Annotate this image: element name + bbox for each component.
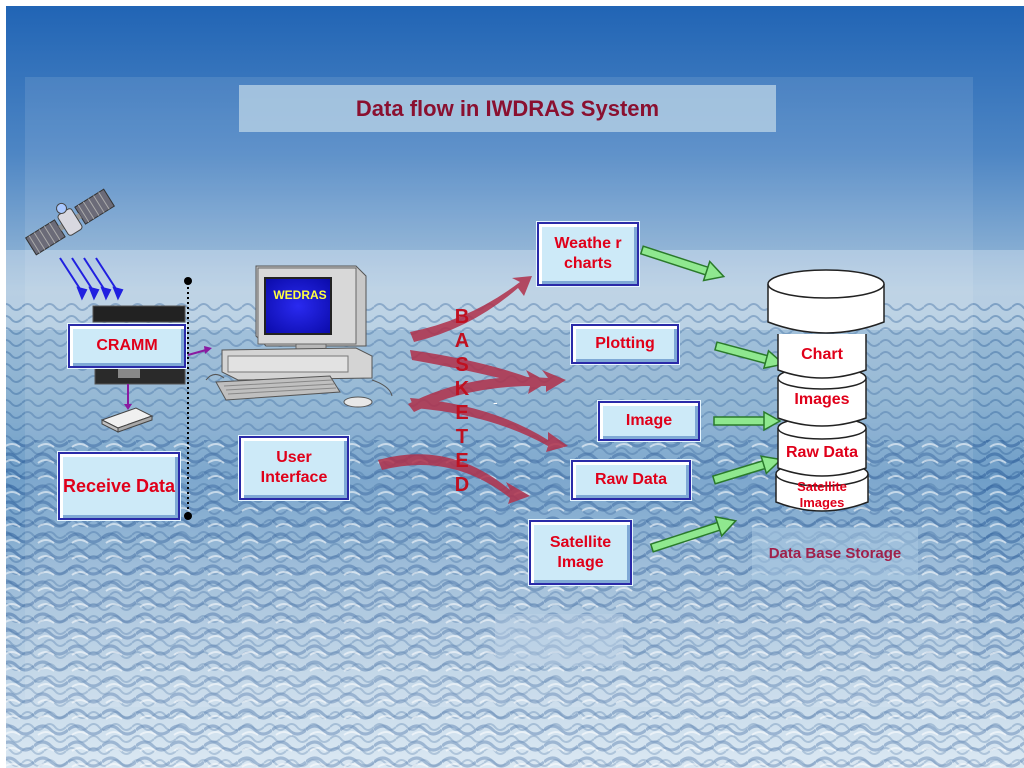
computer-icon xyxy=(205,265,393,408)
image-box: Image xyxy=(598,401,700,441)
basketed-vertical-text: B A S K E T E D xyxy=(450,305,474,497)
basketed-letter: D xyxy=(454,474,470,496)
satellite-icon xyxy=(25,188,115,256)
swoosh-arrows xyxy=(378,276,568,504)
weather-charts-box: Weathe r charts xyxy=(537,222,639,286)
dash-mark: - xyxy=(493,394,498,410)
plotting-box: Plotting xyxy=(571,324,679,364)
green-arrow-raw-data xyxy=(711,455,783,485)
storage-drive-icon xyxy=(100,407,154,433)
database-cylinder-icon xyxy=(767,269,885,512)
basketed-letter: B xyxy=(454,306,470,328)
dotted-separator xyxy=(184,277,192,520)
db-segment-images: Images xyxy=(794,390,850,408)
basketed-letter: A xyxy=(454,330,470,352)
green-arrow-satellite-image xyxy=(649,515,738,553)
receive-data-box: Receive Data xyxy=(58,452,180,520)
page-title: Data flow in IWDRAS System xyxy=(239,85,776,132)
empty-panel xyxy=(495,614,623,666)
green-arrows xyxy=(639,245,786,553)
database-caption: Data Base Storage xyxy=(752,528,918,580)
db-segment-raw-data: Raw Data xyxy=(785,443,859,461)
cramm-to-computer-arrow xyxy=(187,346,212,356)
basketed-letter: E xyxy=(455,450,469,472)
signal-arrows-icon xyxy=(59,257,124,301)
satellite-image-box: Satellite Image xyxy=(529,520,632,585)
raw-data-box: Raw Data xyxy=(571,460,691,500)
cramm-box: CRAMM xyxy=(68,324,186,368)
db-segment-satellite-images: Satellite Images xyxy=(797,479,847,510)
basketed-letter: T xyxy=(455,426,469,448)
basketed-letter: K xyxy=(454,378,470,400)
computer-screen-label: WEDRAS xyxy=(273,288,327,302)
basketed-letter: S xyxy=(455,354,469,376)
db-segment-chart: Chart xyxy=(801,345,843,363)
green-arrow-image xyxy=(713,410,782,432)
user-interface-box: User Interface xyxy=(239,436,349,500)
green-arrow-weather-charts xyxy=(639,245,726,282)
basketed-letter: E xyxy=(455,402,469,424)
